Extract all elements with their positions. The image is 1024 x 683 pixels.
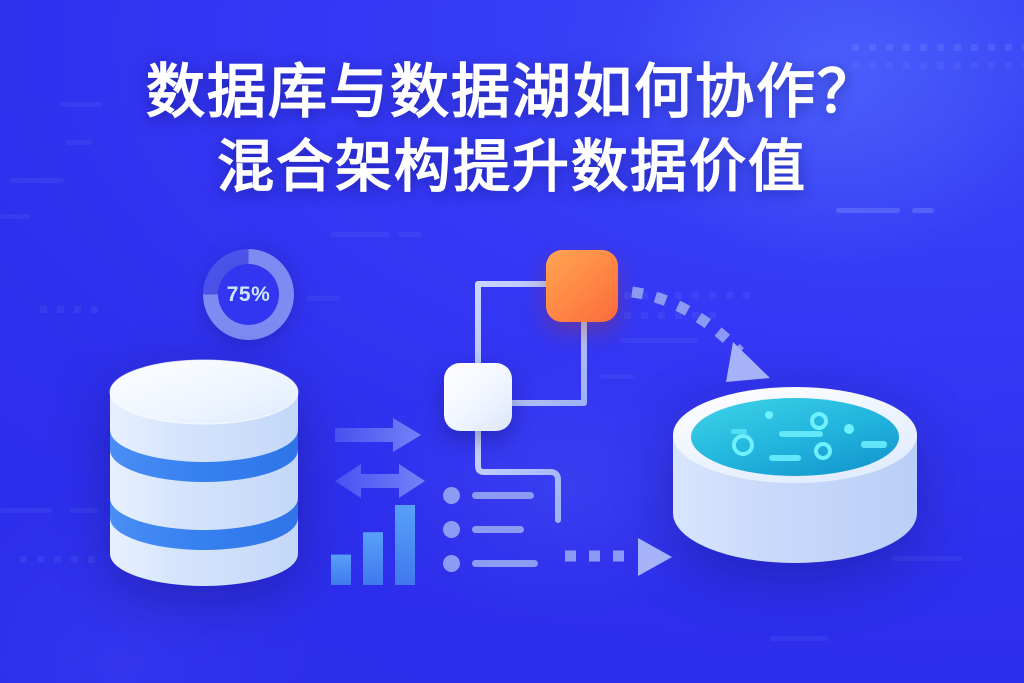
bidirectional-sync-arrows: [335, 418, 427, 502]
list-item-bar: [472, 526, 524, 533]
list-item: [443, 487, 534, 504]
list-item-bar: [472, 560, 538, 567]
list-bullet-icon: [443, 487, 460, 504]
data-list: [443, 487, 538, 579]
list-bullet-icon: [443, 555, 460, 572]
progress-donut: 75%: [203, 249, 294, 340]
database-cylinder: [108, 358, 300, 586]
mini-bar-chart: [330, 505, 416, 585]
bar-chart-bar: [331, 554, 351, 585]
progress-donut-label: 75%: [226, 282, 271, 306]
white-process-node[interactable]: [444, 363, 512, 431]
title-block: 数据库与数据湖如何协作？ 混合架构提升数据价值: [0, 58, 1024, 201]
bar-chart-bar: [395, 505, 415, 585]
data-lake-basin: [671, 385, 919, 585]
bar-chart-bar: [363, 532, 383, 585]
title-line-2: 混合架构提升数据价值: [217, 134, 807, 199]
list-item: [443, 555, 538, 572]
list-item: [443, 521, 524, 538]
list-bullet-icon: [443, 521, 460, 538]
list-item-bar: [472, 492, 534, 499]
orange-process-node[interactable]: [546, 250, 618, 322]
title-line-1: 数据库与数据湖如何协作？: [145, 59, 878, 125]
